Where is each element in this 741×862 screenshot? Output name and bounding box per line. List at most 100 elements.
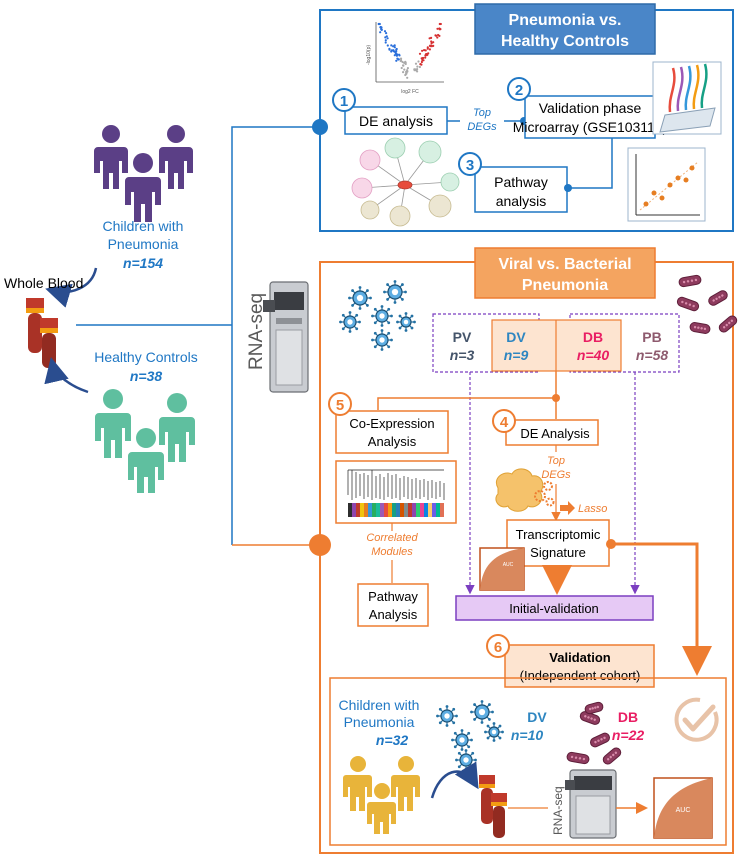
bottom-panel-title-1: Viral vs. Bacterial bbox=[498, 256, 631, 273]
step2-number: 2 bbox=[515, 82, 523, 99]
children-pneumonia-icon bbox=[94, 125, 193, 222]
top-degs-link-2: DEGs bbox=[467, 121, 497, 133]
validation-rnaseq-label: RNA-seq bbox=[551, 786, 565, 835]
pathway-analysis-box bbox=[357, 583, 429, 627]
volcano-xlabel: log2 FC bbox=[401, 89, 419, 95]
group-n-pb: n=58 bbox=[636, 347, 669, 363]
connector-dot bbox=[312, 119, 328, 135]
validation-children-1: Children with bbox=[339, 697, 420, 713]
curved-arrow-icon bbox=[44, 357, 89, 394]
validation-title: Validation bbox=[549, 650, 610, 665]
step1-label: DE analysis bbox=[359, 113, 433, 129]
arrow bbox=[611, 542, 712, 676]
connector-line bbox=[231, 126, 320, 545]
correlated-label-1: Correlated bbox=[366, 532, 418, 544]
step2-badge bbox=[507, 77, 531, 101]
step4-box bbox=[505, 419, 599, 446]
step4-badge bbox=[492, 409, 516, 433]
step5-number: 5 bbox=[336, 397, 344, 414]
validation-children-icon bbox=[343, 756, 420, 834]
network-diagram-icon bbox=[351, 137, 460, 227]
group-code-pv: PV bbox=[453, 329, 472, 345]
group-code-dv: DV bbox=[506, 329, 526, 345]
children-label-1: Children with bbox=[103, 218, 184, 234]
healthy-controls-icon bbox=[95, 389, 195, 493]
sequencer-icon bbox=[263, 281, 309, 393]
validation-dv-n: n=10 bbox=[511, 727, 544, 743]
brain-gears-icon bbox=[495, 468, 555, 512]
step6-number: 6 bbox=[494, 639, 502, 656]
rnaseq-label: RNA-seq bbox=[246, 293, 267, 370]
top-degs-label-1: Top bbox=[547, 455, 565, 467]
connector-dot bbox=[564, 184, 572, 192]
step5-label-1: Co-Expression bbox=[349, 416, 434, 431]
virus-cluster-icon bbox=[436, 700, 504, 771]
children-n: n=154 bbox=[123, 255, 163, 271]
step1-number: 1 bbox=[340, 93, 348, 110]
top-degs-bg bbox=[460, 104, 504, 136]
roc-curve-icon bbox=[479, 547, 525, 591]
group-code-db: DB bbox=[583, 329, 603, 345]
correlated-label-2: Modules bbox=[371, 546, 413, 558]
step3-label-2: analysis bbox=[496, 193, 547, 209]
step5-box bbox=[335, 410, 449, 454]
bacteria-cluster-icon bbox=[676, 274, 738, 334]
step3-box bbox=[474, 166, 568, 213]
whole-blood-label: Whole Blood bbox=[4, 275, 83, 291]
top-panel-title-box bbox=[474, 3, 656, 55]
curved-arrow-icon bbox=[45, 267, 98, 308]
validation-children-2: Pneumonia bbox=[344, 714, 415, 730]
step3-label-1: Pathway bbox=[494, 174, 548, 190]
validation-subtitle: (Independent cohort) bbox=[520, 668, 641, 683]
bacteria-cluster-icon bbox=[566, 701, 622, 765]
group-code-pb: PB bbox=[642, 329, 661, 345]
step3-number: 3 bbox=[466, 157, 474, 174]
group-n-pv: n=3 bbox=[450, 347, 475, 363]
validation-db-n: n=22 bbox=[612, 727, 645, 743]
blood-tube-icon bbox=[479, 775, 507, 838]
bottom-panel-title-2: Pneumonia bbox=[522, 277, 608, 294]
top-degs-label-2: DEGs bbox=[541, 469, 571, 481]
initial-validation-box bbox=[455, 595, 654, 621]
controls-label: Healthy Controls bbox=[94, 349, 198, 365]
signature-label-1: Transcriptomic bbox=[516, 527, 601, 542]
step5-badge bbox=[328, 392, 352, 416]
step6-box bbox=[504, 644, 655, 688]
volcano-plot-icon bbox=[375, 22, 444, 83]
sequencer-icon bbox=[565, 769, 617, 839]
roc-curve-icon bbox=[653, 777, 713, 839]
validation-panel bbox=[329, 677, 727, 846]
controls-n: n=38 bbox=[130, 368, 163, 384]
connector-dot bbox=[309, 534, 331, 556]
top-panel-title-2: Healthy Controls bbox=[501, 33, 629, 50]
top-degs-link-1: Top bbox=[473, 107, 491, 119]
step6-badge bbox=[486, 634, 510, 658]
signature-label-2: Signature bbox=[530, 545, 586, 560]
microarray-chip-icon bbox=[652, 61, 722, 135]
step1-box bbox=[344, 106, 448, 135]
step3-badge bbox=[458, 152, 482, 176]
top-panel-title-1: Pneumonia vs. bbox=[509, 12, 622, 29]
checkmark-icon bbox=[674, 697, 719, 742]
validation-dv-code: DV bbox=[527, 709, 547, 725]
volcano-ylabel: -log10(p) bbox=[366, 45, 372, 65]
scatter-plot-icon bbox=[627, 147, 706, 222]
step2-label-2: Microarray (GSE103119) bbox=[513, 119, 668, 135]
lasso-label: Lasso bbox=[578, 503, 607, 515]
bottom-panel-title-box bbox=[474, 247, 656, 299]
auc-large-label: AUC bbox=[676, 807, 691, 814]
step4-label: DE Analysis bbox=[520, 426, 590, 441]
step1-badge bbox=[332, 88, 356, 112]
step5-label-2: Analysis bbox=[368, 434, 417, 449]
dendrogram-heatmap-icon bbox=[335, 460, 457, 524]
validation-db-code: DB bbox=[618, 709, 638, 725]
arrow-right-icon bbox=[560, 501, 575, 515]
curved-arrow-icon bbox=[430, 761, 479, 799]
pathway-label-2: Analysis bbox=[369, 607, 418, 622]
group-n-db: n=40 bbox=[577, 347, 610, 363]
validation-children-n: n=32 bbox=[376, 732, 409, 748]
pathway-label-1: Pathway bbox=[368, 589, 418, 604]
children-label-2: Pneumonia bbox=[108, 236, 179, 252]
